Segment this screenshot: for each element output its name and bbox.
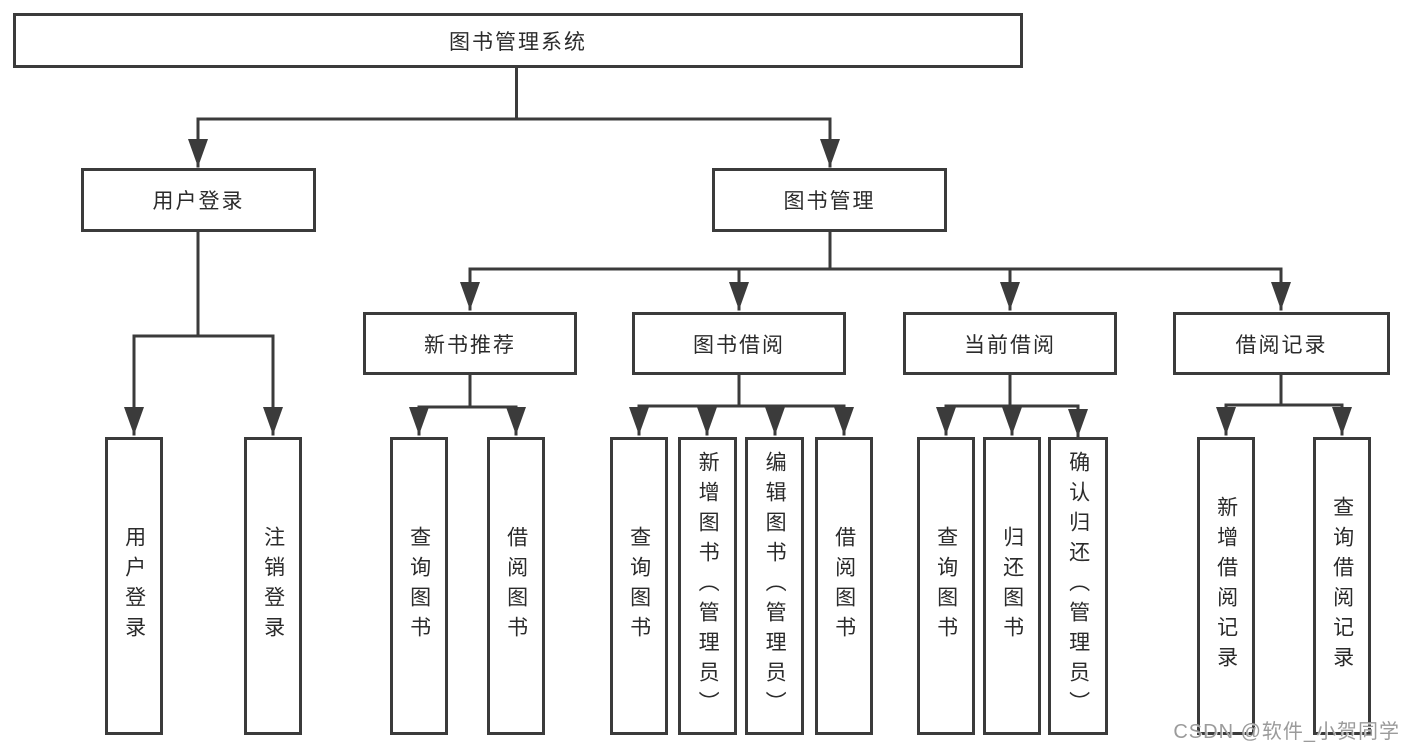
node-borrow-records: 借阅记录 xyxy=(1173,312,1390,375)
csdn-watermark: CSDN @软件_小贺同学 xyxy=(1173,721,1400,743)
leaf-logout: 注销登录 xyxy=(244,437,302,735)
leaf-user-login: 用户登录 xyxy=(105,437,163,735)
node-label: 当前借阅 xyxy=(964,333,1056,357)
node-label: 借阅图书 xyxy=(832,526,856,646)
node-label: 借阅图书 xyxy=(504,526,528,646)
node-label: 查询借阅记录 xyxy=(1330,496,1354,676)
node-label: 注销登录 xyxy=(261,526,285,646)
node-library-management-system: 图书管理系统 xyxy=(13,13,1023,68)
node-label: 新增借阅记录 xyxy=(1214,496,1238,676)
node-label: 图书管理系统 xyxy=(449,30,587,54)
leaf-edit-books-admin: 编辑图书（管理员） xyxy=(745,437,804,735)
node-label: 编辑图书（管理员） xyxy=(763,451,787,721)
node-label: 用户登录 xyxy=(122,526,146,646)
leaf-query-books-borrow: 查询图书 xyxy=(610,437,668,735)
leaf-confirm-return-admin: 确认归还（管理员） xyxy=(1048,437,1108,735)
node-label: 查询图书 xyxy=(934,526,958,646)
node-book-borrowing: 图书借阅 xyxy=(632,312,846,375)
leaf-query-books-current: 查询图书 xyxy=(917,437,975,735)
leaf-return-books: 归还图书 xyxy=(983,437,1041,735)
node-label: 查询图书 xyxy=(627,526,651,646)
node-label: 图书借阅 xyxy=(693,333,785,357)
node-label: 图书管理 xyxy=(783,190,876,213)
node-user-login: 用户登录 xyxy=(81,168,316,232)
node-book-management: 图书管理 xyxy=(712,168,947,232)
leaf-add-books-admin: 新增图书（管理员） xyxy=(678,437,737,735)
node-label: 归还图书 xyxy=(1000,526,1024,646)
leaf-query-books-recommend: 查询图书 xyxy=(390,437,448,735)
node-label: 新书推荐 xyxy=(424,333,516,357)
node-label: 查询图书 xyxy=(407,526,431,646)
node-label: 用户登录 xyxy=(152,190,245,213)
node-label: 确认归还（管理员） xyxy=(1066,451,1090,721)
leaf-add-borrow-record: 新增借阅记录 xyxy=(1197,437,1255,735)
node-current-borrowing: 当前借阅 xyxy=(903,312,1117,375)
node-label: 借阅记录 xyxy=(1235,333,1328,357)
leaf-borrow-books: 借阅图书 xyxy=(815,437,873,735)
leaf-borrow-books-recommend: 借阅图书 xyxy=(487,437,545,735)
node-new-book-recommend: 新书推荐 xyxy=(363,312,577,375)
leaf-query-borrow-record: 查询借阅记录 xyxy=(1313,437,1371,735)
node-label: 新增图书（管理员） xyxy=(696,451,720,721)
